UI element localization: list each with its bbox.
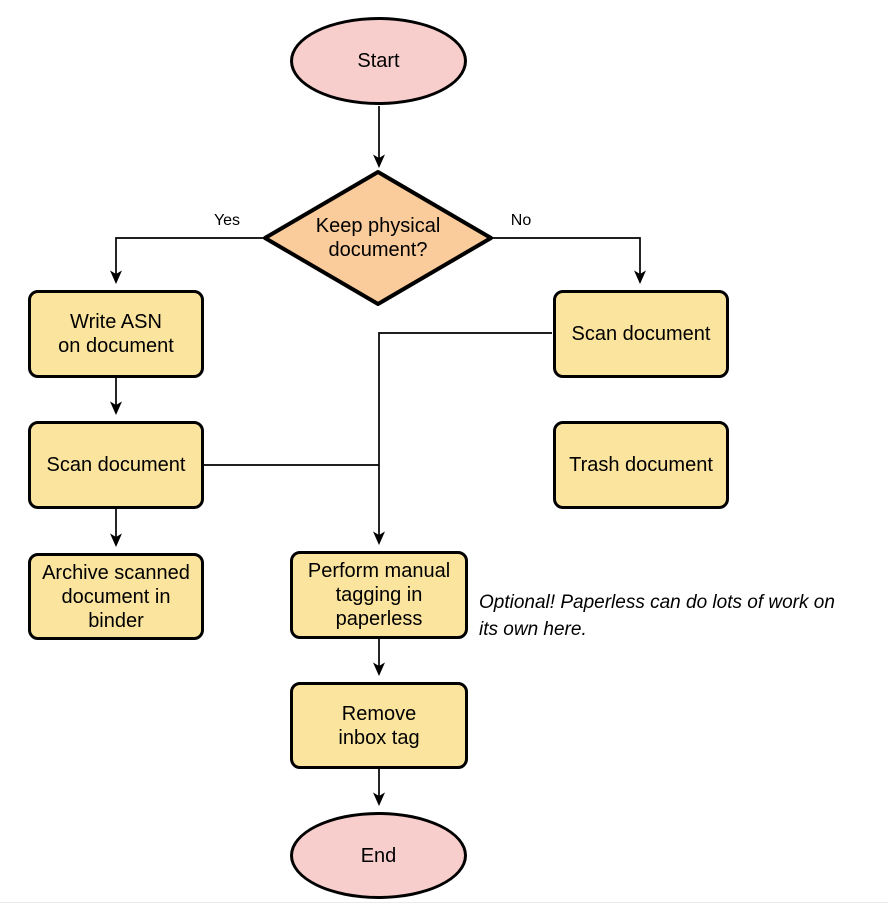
node-write-asn: Write ASN on document [28, 290, 204, 378]
node-decision: Keep physical document? [278, 190, 478, 286]
node-start: Start [290, 17, 467, 105]
node-scan-document-right: Scan document [553, 290, 729, 378]
edge-scan-right-to-tagging [373, 332, 552, 546]
node-scan-document-right-label: Scan document [571, 323, 711, 345]
node-archive-scanned: Archive scanned document in binder [28, 553, 204, 640]
canvas-bottom-edge [0, 902, 888, 903]
edge-label-yes: Yes [211, 212, 243, 230]
node-write-asn-label: Write ASN on document [58, 311, 174, 357]
decision-diamond-shape [263, 170, 493, 306]
node-decision-label: Keep physical document? [315, 215, 441, 261]
node-end-label: End [360, 844, 397, 867]
node-trash-document: Trash document [553, 421, 729, 509]
edge-label-no: No [508, 212, 534, 230]
edge-decision-no-to-scan-right [492, 237, 646, 285]
node-archive-scanned-label: Archive scanned document in binder [42, 561, 190, 632]
node-scan-document-left-label: Scan document [46, 454, 186, 476]
node-scan-document-left: Scan document [28, 421, 204, 509]
node-remove-inbox-tag-label: Remove inbox tag [338, 702, 420, 749]
edge-decision-yes-to-write-asn [110, 237, 264, 285]
node-manual-tagging: Perform manual tagging in paperless [290, 551, 468, 639]
node-manual-tagging-label: Perform manual tagging in paperless [307, 560, 451, 630]
node-end: End [290, 812, 467, 899]
node-trash-document-label: Trash document [569, 454, 713, 476]
annotation-optional-note: Optional! Paperless can do lots of work … [479, 592, 835, 640]
node-start-label: Start [357, 50, 400, 72]
node-remove-inbox-tag: Remove inbox tag [290, 682, 468, 769]
